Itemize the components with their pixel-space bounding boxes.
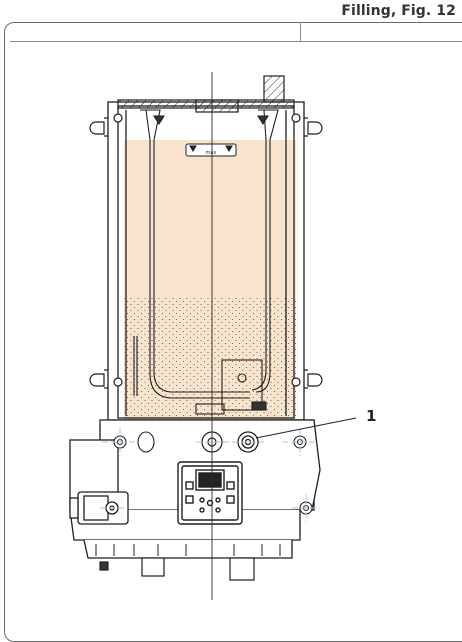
figure-caption: Filling, Fig. 12 <box>341 3 456 19</box>
pump-technical-drawing: max <box>69 72 357 600</box>
reservoir-lid <box>117 75 295 113</box>
mounting-lugs <box>89 113 323 387</box>
hidden-lines <box>100 428 320 522</box>
grease-dotted-zone <box>124 298 296 420</box>
max-level-marker <box>185 143 237 157</box>
stirring-paddle <box>140 109 279 399</box>
pump-element <box>195 359 267 415</box>
callout-1-leader <box>255 417 357 439</box>
part-1-filler-coupling <box>237 431 259 453</box>
housing-fins <box>95 544 281 556</box>
outlet-stubs <box>99 557 255 581</box>
max-level-label: max <box>206 150 217 156</box>
caption-rule <box>10 41 462 42</box>
level-sensor <box>133 336 138 396</box>
caption-tab-divider <box>300 22 301 42</box>
control-panel <box>177 461 243 525</box>
callout-1-label: 1 <box>366 407 377 425</box>
